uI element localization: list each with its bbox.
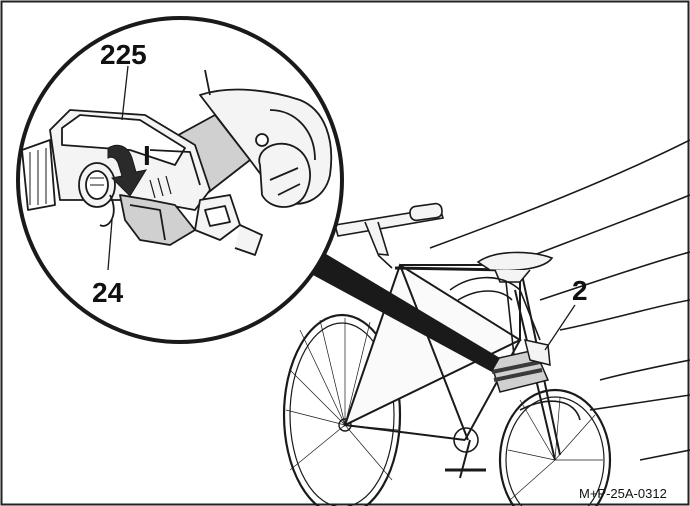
clamp-mechanism [21, 69, 333, 256]
callout-24: 24 [92, 277, 124, 308]
saddle [476, 251, 554, 366]
rotation-arrow [107, 144, 148, 197]
callout-2: 2 [572, 275, 588, 306]
figure-code: M+P-25A-0312 [579, 486, 667, 501]
leader-lines [107, 65, 576, 351]
zoom-connector [300, 248, 500, 372]
callout-225: 225 [100, 39, 147, 70]
front-wheel [498, 388, 612, 506]
carrier-rail [449, 276, 581, 421]
callout-step-1: I [143, 140, 151, 171]
handlebar [333, 202, 445, 269]
frame-holder [489, 339, 551, 393]
